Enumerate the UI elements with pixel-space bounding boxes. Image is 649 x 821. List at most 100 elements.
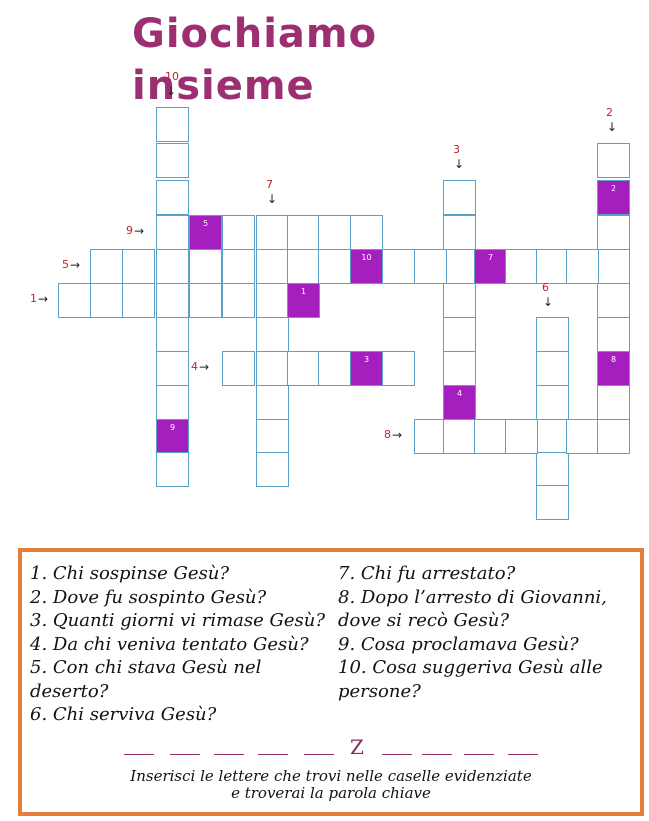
keyword-blank[interactable]: [170, 754, 200, 755]
crossword-cell[interactable]: [90, 283, 123, 318]
crossword-cell[interactable]: [382, 249, 415, 284]
highlighted-cell[interactable]: 10: [350, 249, 383, 284]
crossword-cell[interactable]: [443, 249, 476, 284]
crossword-cell[interactable]: [536, 452, 569, 487]
crossword-cell[interactable]: [536, 385, 569, 420]
crossword-cell[interactable]: [156, 317, 189, 352]
crossword-cell[interactable]: [597, 419, 630, 454]
crossword-cell[interactable]: [222, 215, 255, 250]
clue-number-2: 2: [606, 106, 613, 119]
crossword-cell[interactable]: [256, 385, 289, 420]
crossword-cell[interactable]: [505, 249, 538, 284]
crossword-cell[interactable]: [566, 419, 599, 454]
crossword-cell[interactable]: [597, 283, 630, 318]
crossword-cell[interactable]: [566, 249, 599, 284]
keyword-blank[interactable]: [124, 754, 154, 755]
crossword-cell[interactable]: [156, 107, 189, 142]
crossword-cell[interactable]: [318, 249, 351, 284]
crossword-cell[interactable]: [597, 385, 630, 420]
crossword-cell[interactable]: [443, 180, 476, 215]
crossword-cell[interactable]: [536, 419, 569, 454]
crossword-cell[interactable]: [156, 180, 189, 215]
clue-box: 1. Chi sospinse Gesù? 2. Dove fu sospint…: [18, 548, 644, 816]
crossword-cell[interactable]: [256, 283, 289, 318]
highlighted-cell[interactable]: 2: [597, 180, 630, 215]
crossword-cell[interactable]: [350, 215, 383, 250]
crossword-cell[interactable]: [414, 419, 447, 454]
crossword-cell[interactable]: [443, 283, 476, 318]
highlighted-cell[interactable]: 1: [287, 283, 320, 318]
crossword-cell[interactable]: [156, 385, 189, 420]
crossword-cell[interactable]: [256, 419, 289, 454]
crossword-cell[interactable]: [597, 215, 630, 250]
crossword-cell[interactable]: [256, 317, 289, 352]
crossword-cell[interactable]: [287, 215, 320, 250]
crossword-cell[interactable]: [156, 215, 189, 250]
crossword-cell[interactable]: [597, 143, 630, 178]
crossword-cell[interactable]: [382, 351, 415, 386]
crossword-cell[interactable]: [90, 249, 123, 284]
highlighted-cell[interactable]: 7: [474, 249, 507, 284]
crossword-cell[interactable]: [122, 283, 155, 318]
crossword-cell[interactable]: [536, 485, 569, 520]
highlighted-cell[interactable]: 9: [156, 419, 189, 454]
crossword-cell[interactable]: [536, 351, 569, 386]
crossword-cell[interactable]: [318, 351, 351, 386]
crossword-cell[interactable]: [222, 351, 255, 386]
highlighted-cell-number: 5: [202, 219, 209, 228]
crossword-cell[interactable]: [156, 143, 189, 178]
highlighted-cell-number: 1: [300, 287, 307, 296]
highlighted-cell[interactable]: 3: [350, 351, 383, 386]
crossword-cell[interactable]: [287, 351, 320, 386]
clue-6: 6. Chi serviva Gesù?: [30, 704, 217, 725]
highlighted-cell-number: 3: [363, 355, 370, 364]
clues-right-column: 7. Chi fu arrestato? 8. Dopo l’arresto d…: [338, 562, 638, 703]
crossword-cell[interactable]: [189, 283, 222, 318]
crossword-cell[interactable]: [156, 283, 189, 318]
keyword-blank[interactable]: [464, 754, 494, 755]
crossword-cell[interactable]: [318, 215, 351, 250]
keyword-blank[interactable]: [422, 754, 452, 755]
crossword-cell[interactable]: [256, 351, 289, 386]
keyword-blank[interactable]: [304, 754, 334, 755]
clue-number-9: 9: [126, 224, 133, 237]
keyword-blank[interactable]: [382, 754, 412, 755]
highlighted-cell[interactable]: 8: [597, 351, 630, 386]
crossword-cell[interactable]: [443, 317, 476, 352]
clue-5: 5. Con chi stava Gesù nel deserto?: [30, 657, 262, 702]
arrow-right-icon: →: [70, 258, 81, 272]
crossword-cell[interactable]: [597, 317, 630, 352]
keyword-blank[interactable]: [508, 754, 538, 755]
keyword-known-letter: Z: [350, 735, 364, 759]
crossword-cell[interactable]: [58, 283, 91, 318]
crossword-cell[interactable]: [443, 215, 476, 250]
crossword-cell[interactable]: [443, 419, 476, 454]
crossword-cell[interactable]: [156, 351, 189, 386]
crossword-cell[interactable]: [536, 317, 569, 352]
page-title: Giochiamo insieme: [132, 11, 378, 109]
crossword-cell[interactable]: [256, 249, 289, 284]
highlighted-cell[interactable]: 5: [189, 215, 222, 250]
crossword-cell[interactable]: [122, 249, 155, 284]
crossword-cell[interactable]: [443, 351, 476, 386]
crossword-cell[interactable]: [256, 215, 289, 250]
instructions-line-1: Inserisci le lettere che trovi nelle cas…: [130, 767, 532, 785]
keyword-blank[interactable]: [258, 754, 288, 755]
crossword-cell[interactable]: [474, 419, 507, 454]
crossword-cell[interactable]: [287, 249, 320, 284]
crossword-cell[interactable]: [414, 249, 447, 284]
highlighted-cell[interactable]: 4: [443, 385, 476, 420]
crossword-cell[interactable]: [222, 283, 255, 318]
keyword-blank[interactable]: [214, 754, 244, 755]
crossword-cell[interactable]: [536, 249, 569, 284]
crossword-cell[interactable]: [156, 249, 189, 284]
crossword-cell[interactable]: [256, 452, 289, 487]
crossword-cell[interactable]: [189, 249, 222, 284]
crossword-cell[interactable]: [222, 249, 255, 284]
crossword-cell[interactable]: [597, 249, 630, 284]
crossword-cell[interactable]: [505, 419, 538, 454]
clues-left-column: 1. Chi sospinse Gesù? 2. Dove fu sospint…: [30, 562, 338, 727]
crossword-cell[interactable]: [156, 452, 189, 487]
arrow-right-icon: →: [38, 292, 49, 306]
